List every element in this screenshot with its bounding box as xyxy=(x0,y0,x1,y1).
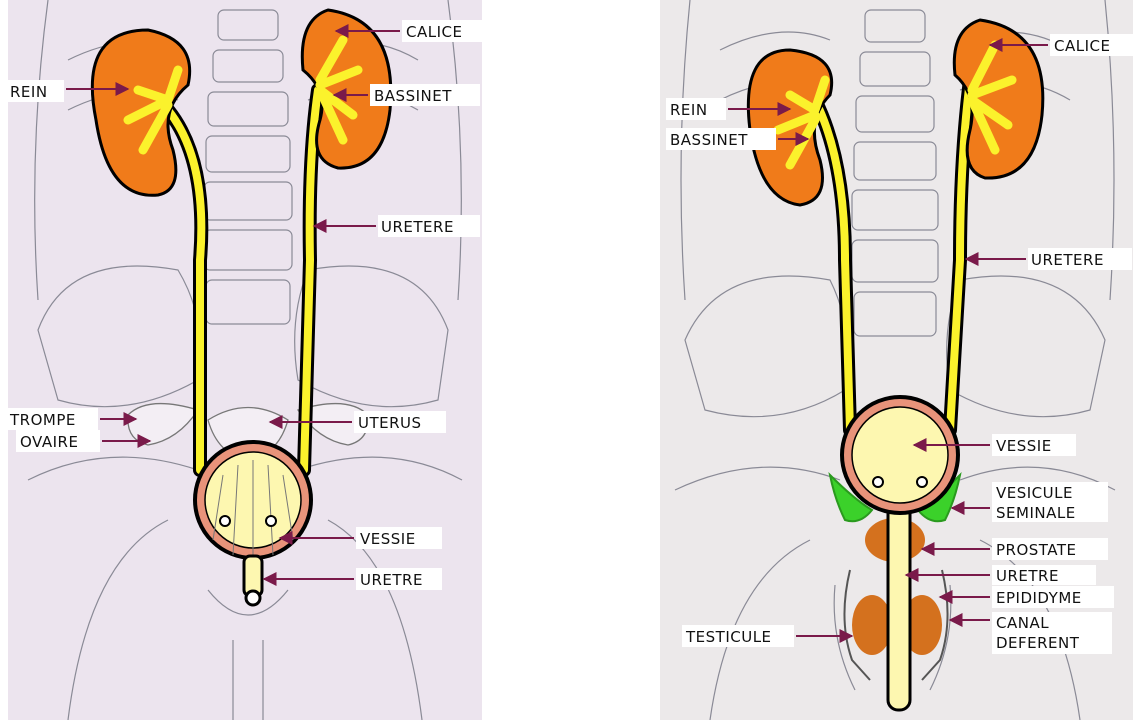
label-rein: REIN xyxy=(10,83,48,101)
label-calice: CALICE xyxy=(406,23,462,41)
label-ovaire: OVAIRE xyxy=(20,433,78,451)
label-prostate: PROSTATE xyxy=(996,541,1077,559)
label-vessie: VESSIE xyxy=(360,530,416,548)
female-diagram-svg: CALICE REIN BASSINET URETERE TROMPE OVAI… xyxy=(8,0,482,720)
female-urinary-diagram: CALICE REIN BASSINET URETERE TROMPE OVAI… xyxy=(8,0,482,720)
label-vesicule-2: SEMINALE xyxy=(996,504,1076,522)
label-bassinet: BASSINET xyxy=(374,87,452,105)
label-canal-2: DEFERENT xyxy=(996,634,1080,652)
label-testicule: TESTICULE xyxy=(685,628,772,646)
left-testicle xyxy=(852,595,892,655)
label-epididyme: EPIDIDYME xyxy=(996,589,1082,607)
label-trompe: TROMPE xyxy=(9,411,76,429)
male-urinary-diagram: CALICE REIN BASSINET URETERE VESSIE VESI… xyxy=(660,0,1133,720)
male-diagram-svg: CALICE REIN BASSINET URETERE VESSIE VESI… xyxy=(660,0,1133,720)
label-uterus: UTERUS xyxy=(358,414,422,432)
label-bassinet: BASSINET xyxy=(670,131,748,149)
female-background xyxy=(8,0,482,720)
male-urethra xyxy=(888,500,910,710)
label-uretere: URETERE xyxy=(381,218,454,236)
label-uretere: URETERE xyxy=(1031,251,1104,269)
label-uretre: URETRE xyxy=(996,567,1059,585)
label-rein: REIN xyxy=(670,101,708,119)
label-vessie: VESSIE xyxy=(996,437,1052,455)
label-vesicule-1: VESICULE xyxy=(996,484,1073,502)
label-canal-1: CANAL xyxy=(996,614,1049,632)
label-calice: CALICE xyxy=(1054,37,1110,55)
label-uretre: URETRE xyxy=(360,571,423,589)
